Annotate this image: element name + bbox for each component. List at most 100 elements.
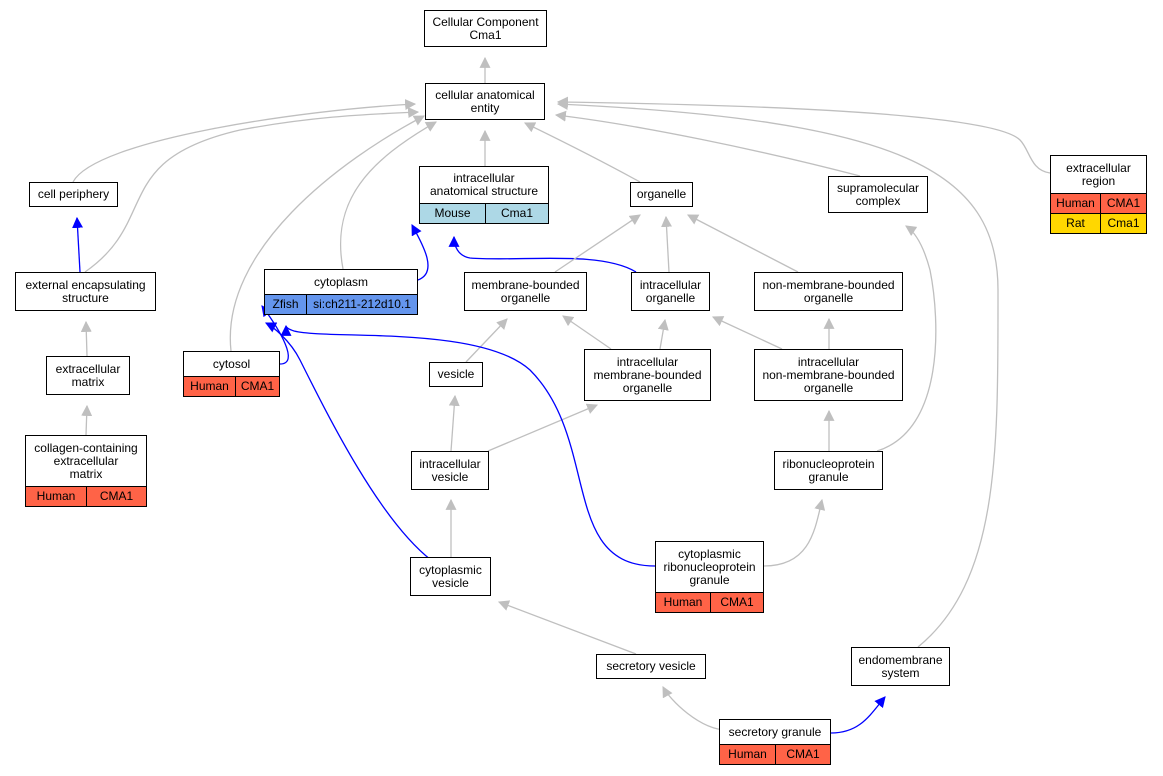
edge-endomembrane-system-to-cellular-anatomical-entity [556, 98, 999, 648]
edge-intracellular-non-membrane-bounded-organelle-to-intracellular-organelle [712, 316, 783, 350]
node-intracellular-vesicle[interactable]: intracellular vesicle [411, 451, 489, 490]
edge-intracellular-vesicle-to-vesicle [448, 394, 460, 452]
gene-cell: si:ch211-212d10.1 [306, 295, 417, 314]
node-label: non-membrane-bounded organelle [762, 277, 895, 305]
node-label: cytosol [212, 356, 251, 371]
gene-cell: CMA1 [1100, 194, 1146, 213]
edge-membrane-bounded-organelle-to-organelle [554, 214, 641, 273]
node-label: secretory vesicle [606, 659, 696, 673]
species-cell: Human [663, 595, 703, 609]
node-cell-periphery[interactable]: cell periphery [29, 182, 118, 207]
gene-cell: CMA1 [710, 593, 763, 612]
gene-cell: Cma1 [1100, 214, 1146, 233]
annotation-row: Human CMA1 [720, 744, 830, 764]
gene-cell: Cma1 [485, 204, 548, 223]
node-label: secretory granule [728, 724, 822, 739]
gene-cell: CMA1 [235, 377, 279, 396]
node-secretory-vesicle[interactable]: secretory vesicle [596, 654, 706, 679]
node-cytoplasmic-vesicle[interactable]: cytoplasmic vesicle [410, 557, 491, 596]
species-cell: Human [36, 489, 76, 503]
edge-cytoplasm-to-intracellular-anatomical-structure [411, 224, 429, 281]
node-label: membrane-bounded organelle [471, 277, 580, 305]
node-vesicle[interactable]: vesicle [429, 362, 483, 387]
node-membrane-bounded-organelle[interactable]: membrane-bounded organelle [464, 272, 587, 311]
annotation-row: Human CMA1 [1051, 193, 1146, 213]
edge-intracellular-organelle-to-intracellular-anatomical-structure [448, 235, 637, 273]
edge-cell-periphery-to-cellular-anatomical-entity [72, 99, 417, 183]
edge-cytoplasmic-ribonucleoprotein-granule-to-cytoplasm [280, 324, 656, 567]
node-intracellular-non-membrane-bounded-organelle[interactable]: intracellular non-membrane-bounded organ… [754, 349, 903, 401]
node-intracellular-membrane-bounded-organelle[interactable]: intracellular membrane-bounded organelle [584, 349, 711, 401]
node-label: cell periphery [37, 187, 110, 201]
species-cell: Zfish [272, 297, 299, 311]
edge-cytosol-to-cellular-anatomical-entity [229, 115, 425, 352]
edge-intracellular-membrane-bounded-organelle-to-membrane-bounded-organelle [562, 315, 612, 350]
annotation-row: Zfish si:ch211-212d10.1 [265, 294, 417, 314]
species-cell: Rat [1066, 216, 1085, 230]
node-label: intracellular membrane-bounded organelle [593, 354, 702, 395]
node-label: intracellular anatomical structure [429, 171, 539, 198]
node-extracellular-matrix[interactable]: extracellular matrix [46, 356, 130, 395]
annotation-row: Mouse Cma1 [420, 203, 548, 223]
edge-non-membrane-bounded-organelle-to-organelle [687, 214, 799, 273]
node-supramolecular-complex[interactable]: supramolecular complex [828, 176, 928, 213]
annotation-row: Human CMA1 [184, 376, 279, 396]
node-label: cytoplasmic ribonucleoprotein granule [663, 546, 756, 587]
edge-external-encapsulating-structure-to-cellular-anatomical-entity [84, 107, 420, 273]
node-cellular-anatomical-entity[interactable]: cellular anatomical entity [425, 83, 545, 120]
edge-collagen-containing-extracellular-matrix-to-extracellular-matrix [81, 404, 93, 436]
gene-cell: CMA1 [775, 745, 830, 764]
species-cell: Mouse [434, 206, 471, 220]
node-label: endomembrane system [858, 652, 943, 680]
node-collagen-containing-extracellular-matrix[interactable]: collagen-containing extracellular matrix… [25, 435, 147, 507]
edge-intracellular-membrane-bounded-organelle-to-intracellular-organelle [657, 318, 669, 350]
node-label: intracellular vesicle [419, 456, 481, 484]
node-label: ribonucleoprotein granule [782, 456, 875, 484]
edge-intracellular-organelle-to-organelle [661, 215, 673, 273]
node-cellular-component[interactable]: Cellular Component Cma1 [424, 10, 547, 47]
edge-secretory-granule-to-secretory-vesicle [662, 686, 728, 731]
node-label: external encapsulating structure [25, 277, 146, 305]
node-label: cytoplasmic vesicle [419, 562, 482, 590]
node-label: Cellular Component Cma1 [432, 14, 539, 42]
edge-external-encapsulating-structure-to-cell-periphery [72, 216, 84, 273]
node-endomembrane-system[interactable]: endomembrane system [851, 647, 950, 686]
gene-cell: CMA1 [86, 487, 146, 506]
species-cell: Human [728, 747, 767, 761]
annotation-row: Human CMA1 [26, 486, 146, 506]
edge-intracellular-vesicle-to-intracellular-membrane-bounded-organelle [487, 403, 599, 452]
edge-vesicle-to-membrane-bounded-organelle [465, 318, 508, 363]
node-label: intracellular non-membrane-bounded organ… [762, 354, 895, 395]
node-label: supramolecular complex [836, 180, 920, 208]
node-organelle[interactable]: organelle [630, 182, 693, 207]
node-label: organelle [636, 187, 687, 201]
node-label: vesicle [437, 367, 475, 381]
edge-organelle-to-cellular-anatomical-entity [524, 122, 641, 183]
species-cell: Human [190, 379, 229, 393]
node-non-membrane-bounded-organelle[interactable]: non-membrane-bounded organelle [754, 272, 903, 311]
annotation-row: Rat Cma1 [1051, 213, 1146, 233]
annotation-row: Human CMA1 [656, 592, 763, 612]
edge-cytoplasmic-ribonucleoprotein-granule-to-ribonucleoprotein-granule [763, 498, 826, 567]
node-external-encapsulating-structure[interactable]: external encapsulating structure [15, 272, 156, 311]
node-label: cytoplasm [313, 274, 369, 289]
edge-extracellular-matrix-to-external-encapsulating-structure [80, 320, 92, 357]
node-ribonucleoprotein-granule[interactable]: ribonucleoprotein granule [774, 451, 883, 490]
edge-secretory-vesicle-to-cytoplasmic-vesicle [497, 600, 637, 655]
edge-extracellular-region-to-cellular-anatomical-entity [556, 96, 1051, 174]
edge-cytoplasmic-vesicle-to-cytoplasm [265, 322, 432, 561]
edge-cytoplasm-to-cellular-anatomical-entity [339, 121, 437, 270]
edge-secretory-granule-to-endomembrane-system [830, 696, 886, 734]
edge-supramolecular-complex-to-cellular-anatomical-entity [554, 110, 861, 177]
node-label: extracellular region [1066, 160, 1131, 188]
node-intracellular-organelle[interactable]: intracellular organelle [631, 272, 710, 311]
species-cell: Human [1056, 196, 1095, 210]
